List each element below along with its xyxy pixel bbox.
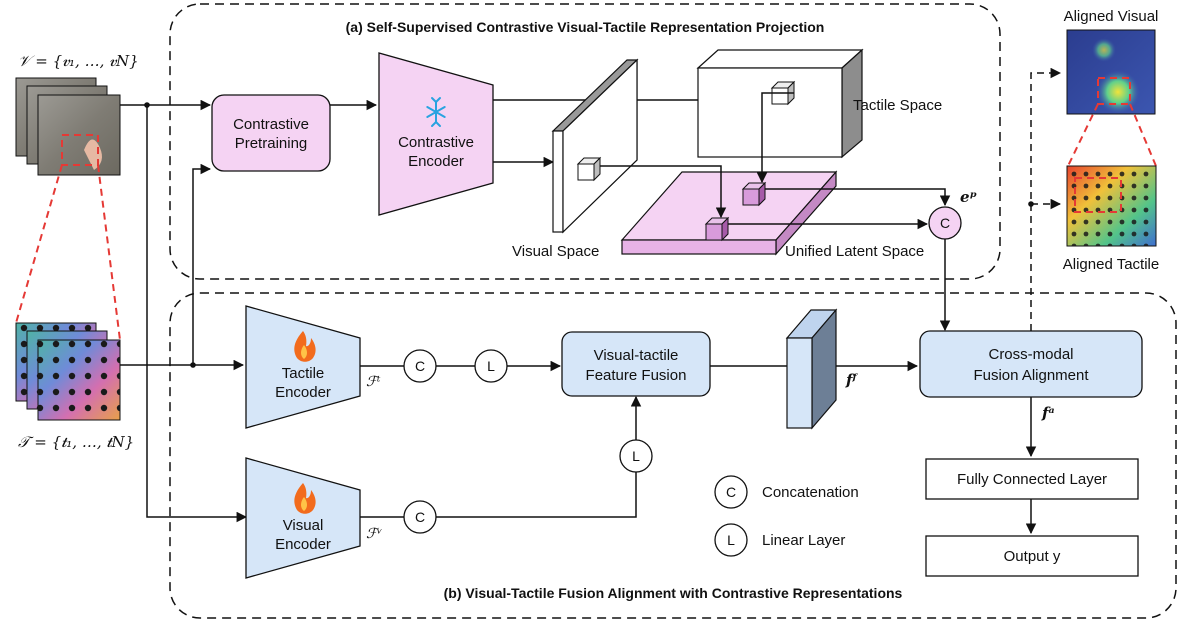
flame-icon [294, 331, 316, 362]
concat-node-tactile-label: C [415, 358, 425, 374]
unified-latent-space-plane: Unified Latent Space [620, 170, 924, 260]
tactile-encoder-label-1: Tactile [282, 365, 325, 382]
cube-visual [576, 156, 602, 182]
flame-icon [294, 483, 316, 514]
aligned-tactile-label: Aligned Tactile [1063, 256, 1159, 273]
linear-node-visual-label: L [632, 448, 640, 464]
fused-feature-slab [785, 308, 838, 430]
aligned-visual-label: Aligned Visual [1064, 8, 1159, 25]
legend: C Concatenation L Linear Layer [714, 475, 859, 557]
fa-label: 𝒇ᵃ [1041, 404, 1055, 422]
snowflake-icon [426, 97, 446, 127]
aligned-tactile-roi [1074, 177, 1122, 213]
concat-node-a-label: C [940, 215, 950, 231]
visual-encoder-label-1: Visual [283, 517, 324, 534]
legend-linear-label: Linear Layer [762, 532, 845, 549]
feature-fusion-block: Visual-tactile Feature Fusion [561, 331, 711, 397]
concat-node-a: C [928, 206, 962, 240]
line-concat-to-linear-visual [436, 472, 637, 518]
contrastive-encoder-label-2: Encoder [408, 153, 464, 170]
aligned-tactile-map: Aligned Tactile [1063, 165, 1159, 273]
concat-node-tactile: C [403, 349, 437, 383]
ep-label: 𝒆ᵖ [960, 188, 977, 206]
section-b-frame [169, 292, 1177, 619]
concat-node-visual: C [403, 500, 437, 534]
cube-tactile [770, 80, 796, 106]
arrow-tactile-projection [756, 92, 794, 184]
legend-concat-label: Concatenation [762, 484, 859, 501]
contrastive-encoder-block: Contrastive Encoder [378, 52, 494, 216]
legend-concat-symbol: C [726, 484, 736, 500]
tactile-space-label: Tactile Space [853, 97, 942, 114]
visual-space-label: Visual Space [512, 243, 599, 260]
fc-layer-label: Fully Connected Layer [957, 471, 1107, 488]
output-label: Output y [1004, 548, 1061, 565]
aligned-visual-map: Aligned Visual [1064, 8, 1159, 115]
section-b-title: (b) Visual-Tactile Fusion Alignment with… [444, 585, 903, 601]
zoom-line-right [97, 164, 121, 341]
tactile-space-box: Tactile Space [696, 48, 942, 159]
contrastive-encoder-label-1: Contrastive [398, 134, 474, 151]
section-a-title: (a) Self-Supervised Contrastive Visual-T… [346, 19, 825, 35]
fc-layer-block: Fully Connected Layer [925, 458, 1139, 500]
feature-fusion-label-1: Visual-tactile [594, 347, 679, 364]
ft-label: ℱᵗ [366, 374, 381, 390]
cross-modal-block: Cross-modal Fusion Alignment [919, 330, 1143, 398]
visual-space-face [562, 58, 638, 234]
linear-node-visual: L [619, 439, 653, 473]
output-block: Output y [925, 535, 1139, 577]
arrow-visual-projection [600, 165, 727, 219]
feature-fusion-label-2: Feature Fusion [586, 367, 687, 384]
unified-space-label: Unified Latent Space [785, 243, 924, 260]
cross-modal-label-2: Fusion Alignment [973, 367, 1089, 384]
fv-label: ℱᵛ [366, 526, 382, 542]
cross-modal-label-1: Cross-modal [988, 346, 1073, 363]
zoom-line-left [15, 164, 63, 324]
visual-roi-box [61, 134, 99, 166]
arrow-unified-tactile-to-concat [765, 188, 951, 207]
pretraining-label-1: Contrastive [233, 116, 309, 133]
arrow-visual-to-visual-encoder [146, 105, 248, 523]
visual-set-label: 𝒱 = {𝒗₁, …, 𝒗N} [18, 52, 139, 70]
aligned-visual-roi [1097, 77, 1131, 105]
visual-encoder-label-2: Encoder [275, 536, 331, 553]
linear-node-tactile: L [474, 349, 508, 383]
contrastive-pretraining-block: Contrastive Pretraining [211, 94, 331, 172]
legend-linear-symbol: L [727, 532, 735, 548]
cube-unified-visual [704, 216, 730, 242]
pretraining-label-2: Pretraining [235, 135, 308, 152]
tactile-set-label: 𝒯 = {𝒕₁, …, 𝒕N} [18, 433, 134, 451]
section-a-frame [169, 3, 1001, 280]
tactile-encoder-label-2: Encoder [275, 384, 331, 401]
linear-node-tactile-label: L [487, 358, 495, 374]
cube-unified-tactile [741, 181, 767, 207]
ff-label: 𝒇ᶠ [845, 371, 858, 389]
arrow-tactile-to-pretraining [192, 163, 212, 365]
visual-encoder-block: Visual Encoder [245, 457, 361, 579]
tactile-encoder-block: Tactile Encoder [245, 305, 361, 429]
concat-node-visual-label: C [415, 509, 425, 525]
arrow-to-aligned-visual [1030, 67, 1062, 331]
tactile-image-stack: 𝒯 = {𝒕₁, …, 𝒕N} [15, 322, 134, 451]
visual-image-stack: 𝒱 = {𝒗₁, …, 𝒗N} [15, 52, 139, 176]
